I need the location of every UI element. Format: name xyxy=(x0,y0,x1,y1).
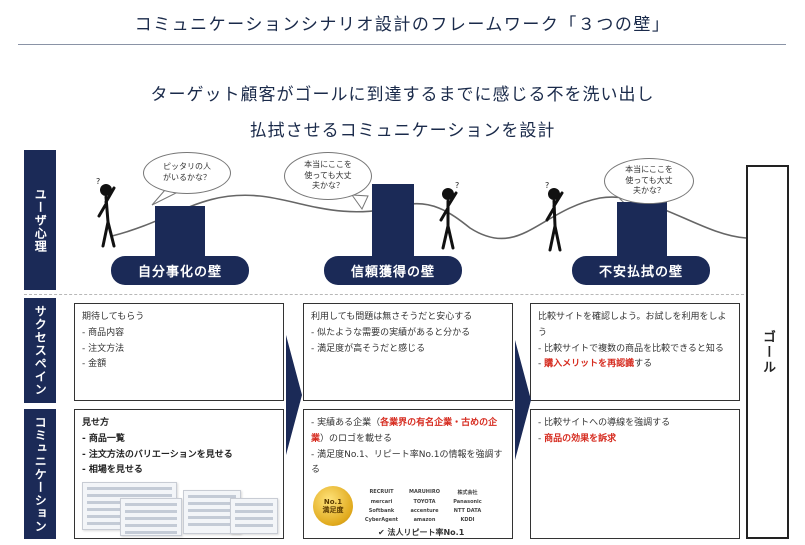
lead-line-2: 払拭させるコミュニケーションを設計 xyxy=(249,121,556,141)
svg-text:?: ? xyxy=(96,177,100,186)
pain-1-head: 期待してもらう xyxy=(82,312,145,322)
comm-3-item: - 比較サイトへの導線を強調する xyxy=(538,418,671,428)
pain-2-item: - 満足度が高そうだと感じる xyxy=(311,343,426,354)
wall-label-self-relevance: 自分事化の壁 xyxy=(111,256,249,285)
comm-panel-3: - 比較サイトへの導線を強調する - 商品の効果を訴求 xyxy=(530,409,740,539)
pain-1-item: - 金額 xyxy=(82,359,107,370)
company-logo: RECRUIT xyxy=(369,489,394,495)
row-label-success-pain: サクセスペイン xyxy=(24,298,56,403)
wall-block-2 xyxy=(372,184,414,256)
company-logo: MARUHIRO xyxy=(409,489,440,495)
pain-panel-1: 期待してもらう - 商品内容 - 注文方法 - 金額 xyxy=(74,303,284,401)
stick-figure-3 xyxy=(545,188,564,252)
company-logo: TOYOTA xyxy=(413,499,436,505)
wall-block-1 xyxy=(155,206,205,256)
pain-3-item: - 比較サイトで複数の商品を比較できると知る xyxy=(538,343,724,354)
company-logo: Softbank xyxy=(368,508,395,514)
wall-label-anxiety: 不安払拭の壁 xyxy=(572,256,710,285)
stick-figure-2 xyxy=(439,188,458,250)
speech-bubble-2: 本当にここを使っても大丈夫かな？ xyxy=(284,152,372,200)
company-logo: accenture xyxy=(410,508,439,514)
comm-1-item: - 商品一覧 xyxy=(82,433,125,444)
svg-text:?: ? xyxy=(455,181,459,190)
flow-arrow-1 xyxy=(286,335,302,455)
goal-box: ゴール xyxy=(746,165,789,539)
company-logo-grid: RECRUIT MARUHIRO 株式会社 mercari TOYOTA Pan… xyxy=(362,489,487,523)
company-logo: mercari xyxy=(370,499,393,505)
flow-arrow-2 xyxy=(515,340,531,460)
company-logo: Panasonic xyxy=(453,499,482,505)
lead-line-1: ターゲット顧客がゴールに到達するまでに感じる不を洗い出し xyxy=(150,85,655,105)
screenshot-thumbnail-3 xyxy=(183,490,241,534)
comm-1-item: - 相場を見せる xyxy=(82,465,143,476)
comm-1-head: 見せ方 xyxy=(82,418,110,428)
comm-1-item: - 注文方法のバリエーションを見せる xyxy=(82,449,233,460)
pain-1-item: - 商品内容 xyxy=(82,327,125,338)
pain-2-item: - 似たような需要の実績があると分かる xyxy=(311,327,471,338)
pain-3-head: 比較サイトを確認しよう。お試しを利用をしよう xyxy=(538,312,727,338)
pain-2-head: 利用しても問題は無さそうだと安心する xyxy=(311,312,473,322)
pain-panel-2: 利用しても問題は無さそうだと安心する - 似たような需要の実績があると分かる -… xyxy=(303,303,513,401)
wall-label-trust: 信頼獲得の壁 xyxy=(324,256,462,285)
screenshot-thumbnail-4 xyxy=(230,498,278,534)
pain-3-item-highlight: - 購入メリットを再認識する xyxy=(538,359,653,370)
stick-figure-1 xyxy=(97,184,116,248)
comm-2-item-no1: - 満足度No.1、リピート率No.1の情報を強調する xyxy=(311,449,503,476)
company-logo: KDDI xyxy=(460,517,475,523)
speech-bubble-3: 本当にここを使っても大丈夫かな？ xyxy=(604,158,694,204)
wall-block-3 xyxy=(617,202,667,256)
pain-panel-3: 比較サイトを確認しよう。お試しを利用をしよう - 比較サイトで複数の商品を比較で… xyxy=(530,303,740,401)
row-label-user-psychology: ユーザ心理 xyxy=(24,150,56,290)
repeat-rate-caption: ✔ 法人リピート率No.1 xyxy=(378,528,465,537)
company-logo: CyberAgent xyxy=(364,517,399,523)
row-divider xyxy=(24,294,754,295)
page-title: コミュニケーションシナリオ設計のフレームワーク「３つの壁」 xyxy=(134,15,671,35)
company-logo: 株式会社 xyxy=(457,490,478,496)
screenshot-thumbnail-2 xyxy=(120,498,182,536)
pain-1-item: - 注文方法 xyxy=(82,343,125,354)
company-logo: NTT DATA xyxy=(453,508,482,514)
speech-bubble-1: ピッタリの人がいるかな？ xyxy=(143,152,231,194)
row-label-communication: コミュニケーション xyxy=(24,409,56,539)
company-logo: amazon xyxy=(413,517,436,523)
title-divider xyxy=(18,44,786,45)
medal-icon: No.1 満足度 xyxy=(313,486,353,526)
comm-2-item-logos: - 実績ある企業（各業界の有名企業・古めの企業）のロゴを載せる xyxy=(311,418,498,444)
comm-3-item-highlight: - 商品の効果を訴求 xyxy=(538,433,617,444)
svg-text:?: ? xyxy=(545,181,549,190)
